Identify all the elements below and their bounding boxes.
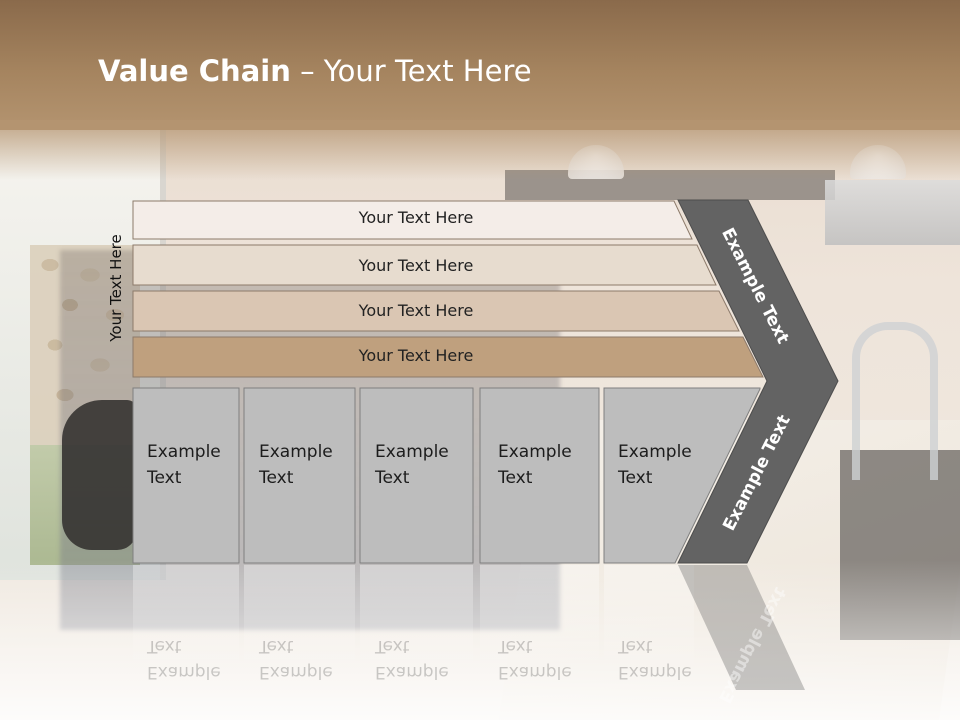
box-5 (603, 387, 761, 564)
box-2 (243, 387, 356, 564)
box-3 (359, 387, 474, 564)
bar-4 (132, 336, 764, 378)
bar-2 (132, 244, 717, 286)
bar-label-1: Your Text Here (358, 208, 474, 227)
header-band (0, 0, 960, 130)
bar-label-2: Your Text Here (358, 256, 474, 275)
slide-title-rest: – Your Text Here (290, 54, 532, 88)
chevron-arrow (677, 199, 839, 564)
slide-title: Value Chain – Your Text Here (98, 54, 532, 88)
bar-label-3: Your Text Here (358, 301, 474, 320)
box-4 (479, 387, 600, 564)
bar-1 (132, 200, 693, 240)
bar-3 (132, 290, 740, 332)
box-1 (132, 387, 240, 564)
bar-label-4: Your Text Here (358, 346, 474, 365)
slide-title-bold: Value Chain (98, 54, 291, 88)
